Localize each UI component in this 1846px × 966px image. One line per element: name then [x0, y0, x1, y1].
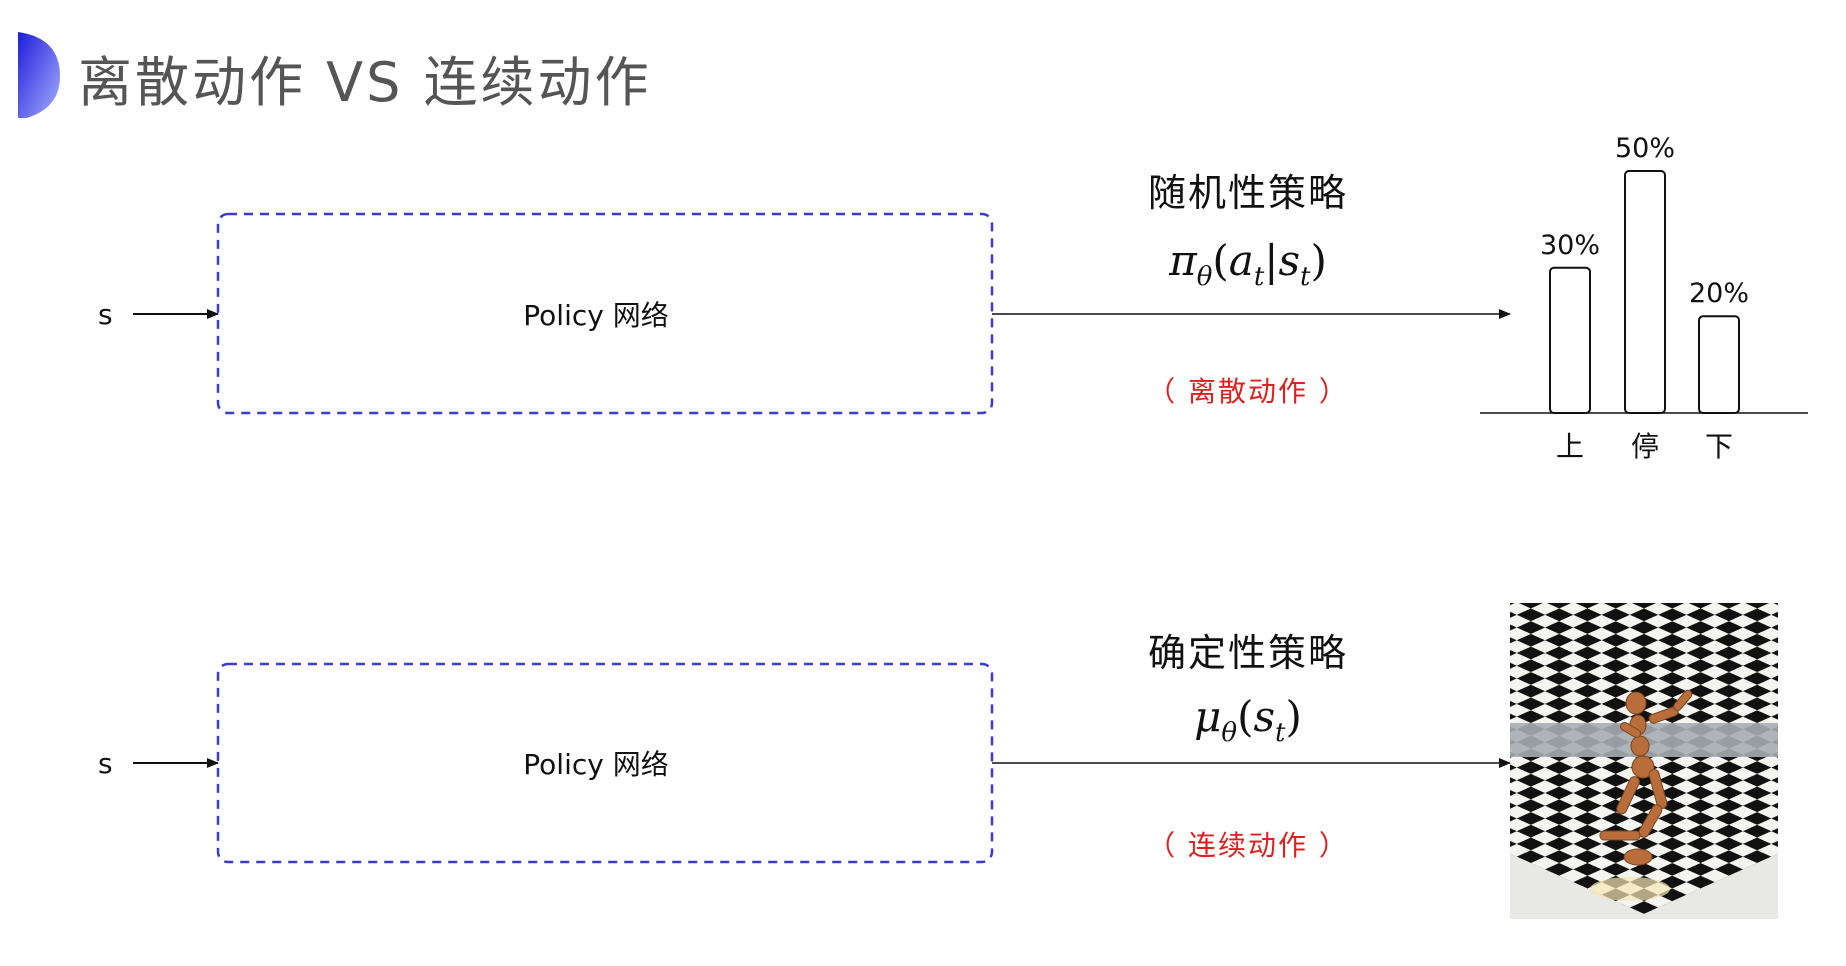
bar-上 — [1549, 266, 1591, 414]
category-label: 停 — [1630, 430, 1660, 463]
action-type-discrete: （ 离散动作 ） — [1147, 375, 1349, 408]
bar-停 — [1624, 170, 1666, 414]
state-label-2: s — [98, 747, 113, 780]
strategy-name-deterministic: 确定性策略 — [1147, 631, 1349, 675]
action-type-continuous: （ 连续动作 ） — [1147, 829, 1349, 862]
title-accent-icon — [18, 32, 60, 118]
policy-formula-deterministic: μθ(st) — [1194, 692, 1302, 748]
bar-下 — [1698, 315, 1740, 415]
policy-formula-stochastic: πθ(at|st) — [1169, 236, 1327, 292]
bar-value-label: 30% — [1539, 229, 1601, 261]
policy-network-label-2: Policy 网络 — [523, 748, 669, 781]
category-label: 上 — [1555, 430, 1585, 463]
action-probability-chart — [1480, 170, 1808, 415]
policy-network-label-1: Policy 网络 — [523, 299, 669, 332]
bar-value-label: 20% — [1688, 278, 1750, 310]
category-label: 下 — [1704, 430, 1734, 463]
policy-box-2 — [216, 662, 994, 864]
humanoid-robot-simulation-icon — [1510, 603, 1778, 919]
page-title: 离散动作 VS 连续动作 — [78, 51, 652, 114]
policy-box-1 — [216, 212, 994, 415]
strategy-name-stochastic: 随机性策略 — [1147, 171, 1349, 215]
bar-value-label: 50% — [1614, 133, 1676, 164]
state-label-1: s — [98, 298, 113, 331]
